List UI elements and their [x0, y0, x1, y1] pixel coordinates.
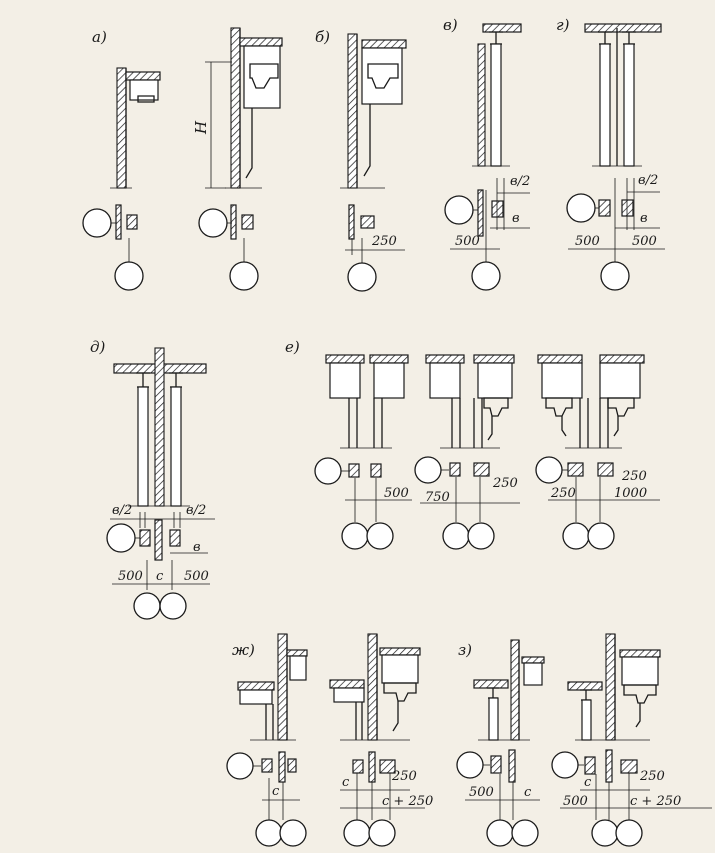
panel-z-plan-1: 500 с [456, 749, 540, 847]
panel-a: а) [82, 27, 283, 291]
panel-d-dim-half-l: в/2 [112, 503, 132, 518]
panel-zh-plan-2: с 250 с + 250 [340, 751, 433, 847]
panel-zh-plan-1: с [226, 751, 307, 847]
panel-d-label: д) [90, 338, 106, 356]
panel-z-section-2 [567, 633, 661, 741]
panel-v-section [472, 23, 522, 167]
panel-g-section [584, 23, 662, 167]
panel-e-section-2 [425, 354, 515, 449]
panel-v-dim-b: в [512, 211, 520, 226]
panel-z-section-1 [473, 639, 545, 741]
panel-b: б) 250 [315, 28, 407, 292]
panel-zh-dim-c1: с [272, 784, 280, 799]
panel-zh-dim-c2: с [342, 775, 350, 790]
panel-zh-dim-c250: с + 250 [382, 794, 433, 809]
panel-z-dim-250: 250 [639, 769, 665, 784]
panel-g-plan: в/2 в 500 500 [566, 173, 665, 291]
panel-zh-dim-250: 250 [391, 769, 417, 784]
panel-d-dim-b: в [193, 540, 201, 555]
panel-e: е) 500 [285, 338, 660, 550]
panel-z-plan-2: с 250 500 с + 250 [551, 749, 712, 847]
panel-z-dim-c250: с + 250 [630, 794, 681, 809]
panel-v: в) в/2 в 500 [443, 16, 530, 291]
panel-z-dim-c1: с [524, 785, 532, 800]
panel-v-plan: в/2 в 500 [444, 174, 530, 291]
panel-z: з) 500 с [456, 633, 712, 847]
panel-zh-section-2 [329, 633, 421, 741]
panel-g-dim-b: в [640, 211, 648, 226]
panel-e-dim-750: 750 [425, 490, 450, 505]
panel-g-label: г) [556, 16, 570, 34]
panel-v-dim-half: в/2 [510, 174, 530, 189]
panel-g-dim-half: в/2 [638, 173, 658, 188]
panel-b-plan: 250 [345, 204, 405, 292]
panel-a-plan-2 [198, 204, 259, 291]
height-mark: H [192, 120, 210, 135]
panel-z-label: з) [458, 641, 472, 659]
panel-e-dim-250b: 250 [550, 486, 576, 501]
panel-e-dim-250c: 250 [621, 469, 647, 484]
panel-e-dim-250a: 250 [492, 476, 518, 491]
panel-b-dim-250: 250 [371, 234, 397, 249]
panel-a-plan-1 [82, 204, 144, 291]
panel-e-plan-1: 500 [314, 457, 412, 550]
panel-a-section-2: H [192, 27, 283, 189]
panel-d-dim-500b: 500 [184, 569, 209, 584]
panel-zh-section-1 [237, 633, 308, 741]
panel-e-label: е) [285, 338, 300, 356]
panel-d-plan: в/2 в/2 в 500 с 500 [106, 503, 215, 620]
panel-g-dim-500a: 500 [575, 234, 600, 249]
panel-b-section [340, 33, 407, 189]
panel-b-label: б) [315, 28, 330, 46]
panel-d: д) в/2 в/2 в 5 [90, 338, 215, 620]
panel-d-dim-c: с [156, 569, 164, 584]
panel-g: г) в/2 в 500 500 [556, 16, 665, 291]
panel-e-section-3 [537, 354, 645, 449]
panel-a-label: а) [92, 28, 107, 46]
panel-zh: ж) с [226, 633, 433, 847]
panel-e-plan-2: 750 250 [414, 456, 520, 550]
panel-v-label: в) [443, 16, 458, 34]
panel-g-dim-500b: 500 [632, 234, 657, 249]
panel-d-section [113, 347, 207, 507]
panel-e-section-1 [325, 354, 409, 449]
panel-v-dim-500: 500 [455, 234, 480, 249]
panel-e-dim-500: 500 [384, 486, 409, 501]
panel-e-plan-3: 250 250 1000 [535, 456, 660, 550]
panel-a-section-1 [110, 67, 161, 189]
panel-z-dim-c2: с [584, 775, 592, 790]
panel-zh-label: ж) [232, 641, 255, 659]
panel-z-dim-500b: 500 [563, 794, 588, 809]
panel-d-dim-500a: 500 [118, 569, 143, 584]
panel-d-dim-half-r: в/2 [186, 503, 206, 518]
panel-z-dim-500a: 500 [469, 785, 494, 800]
panel-e-dim-1000: 1000 [614, 486, 647, 501]
